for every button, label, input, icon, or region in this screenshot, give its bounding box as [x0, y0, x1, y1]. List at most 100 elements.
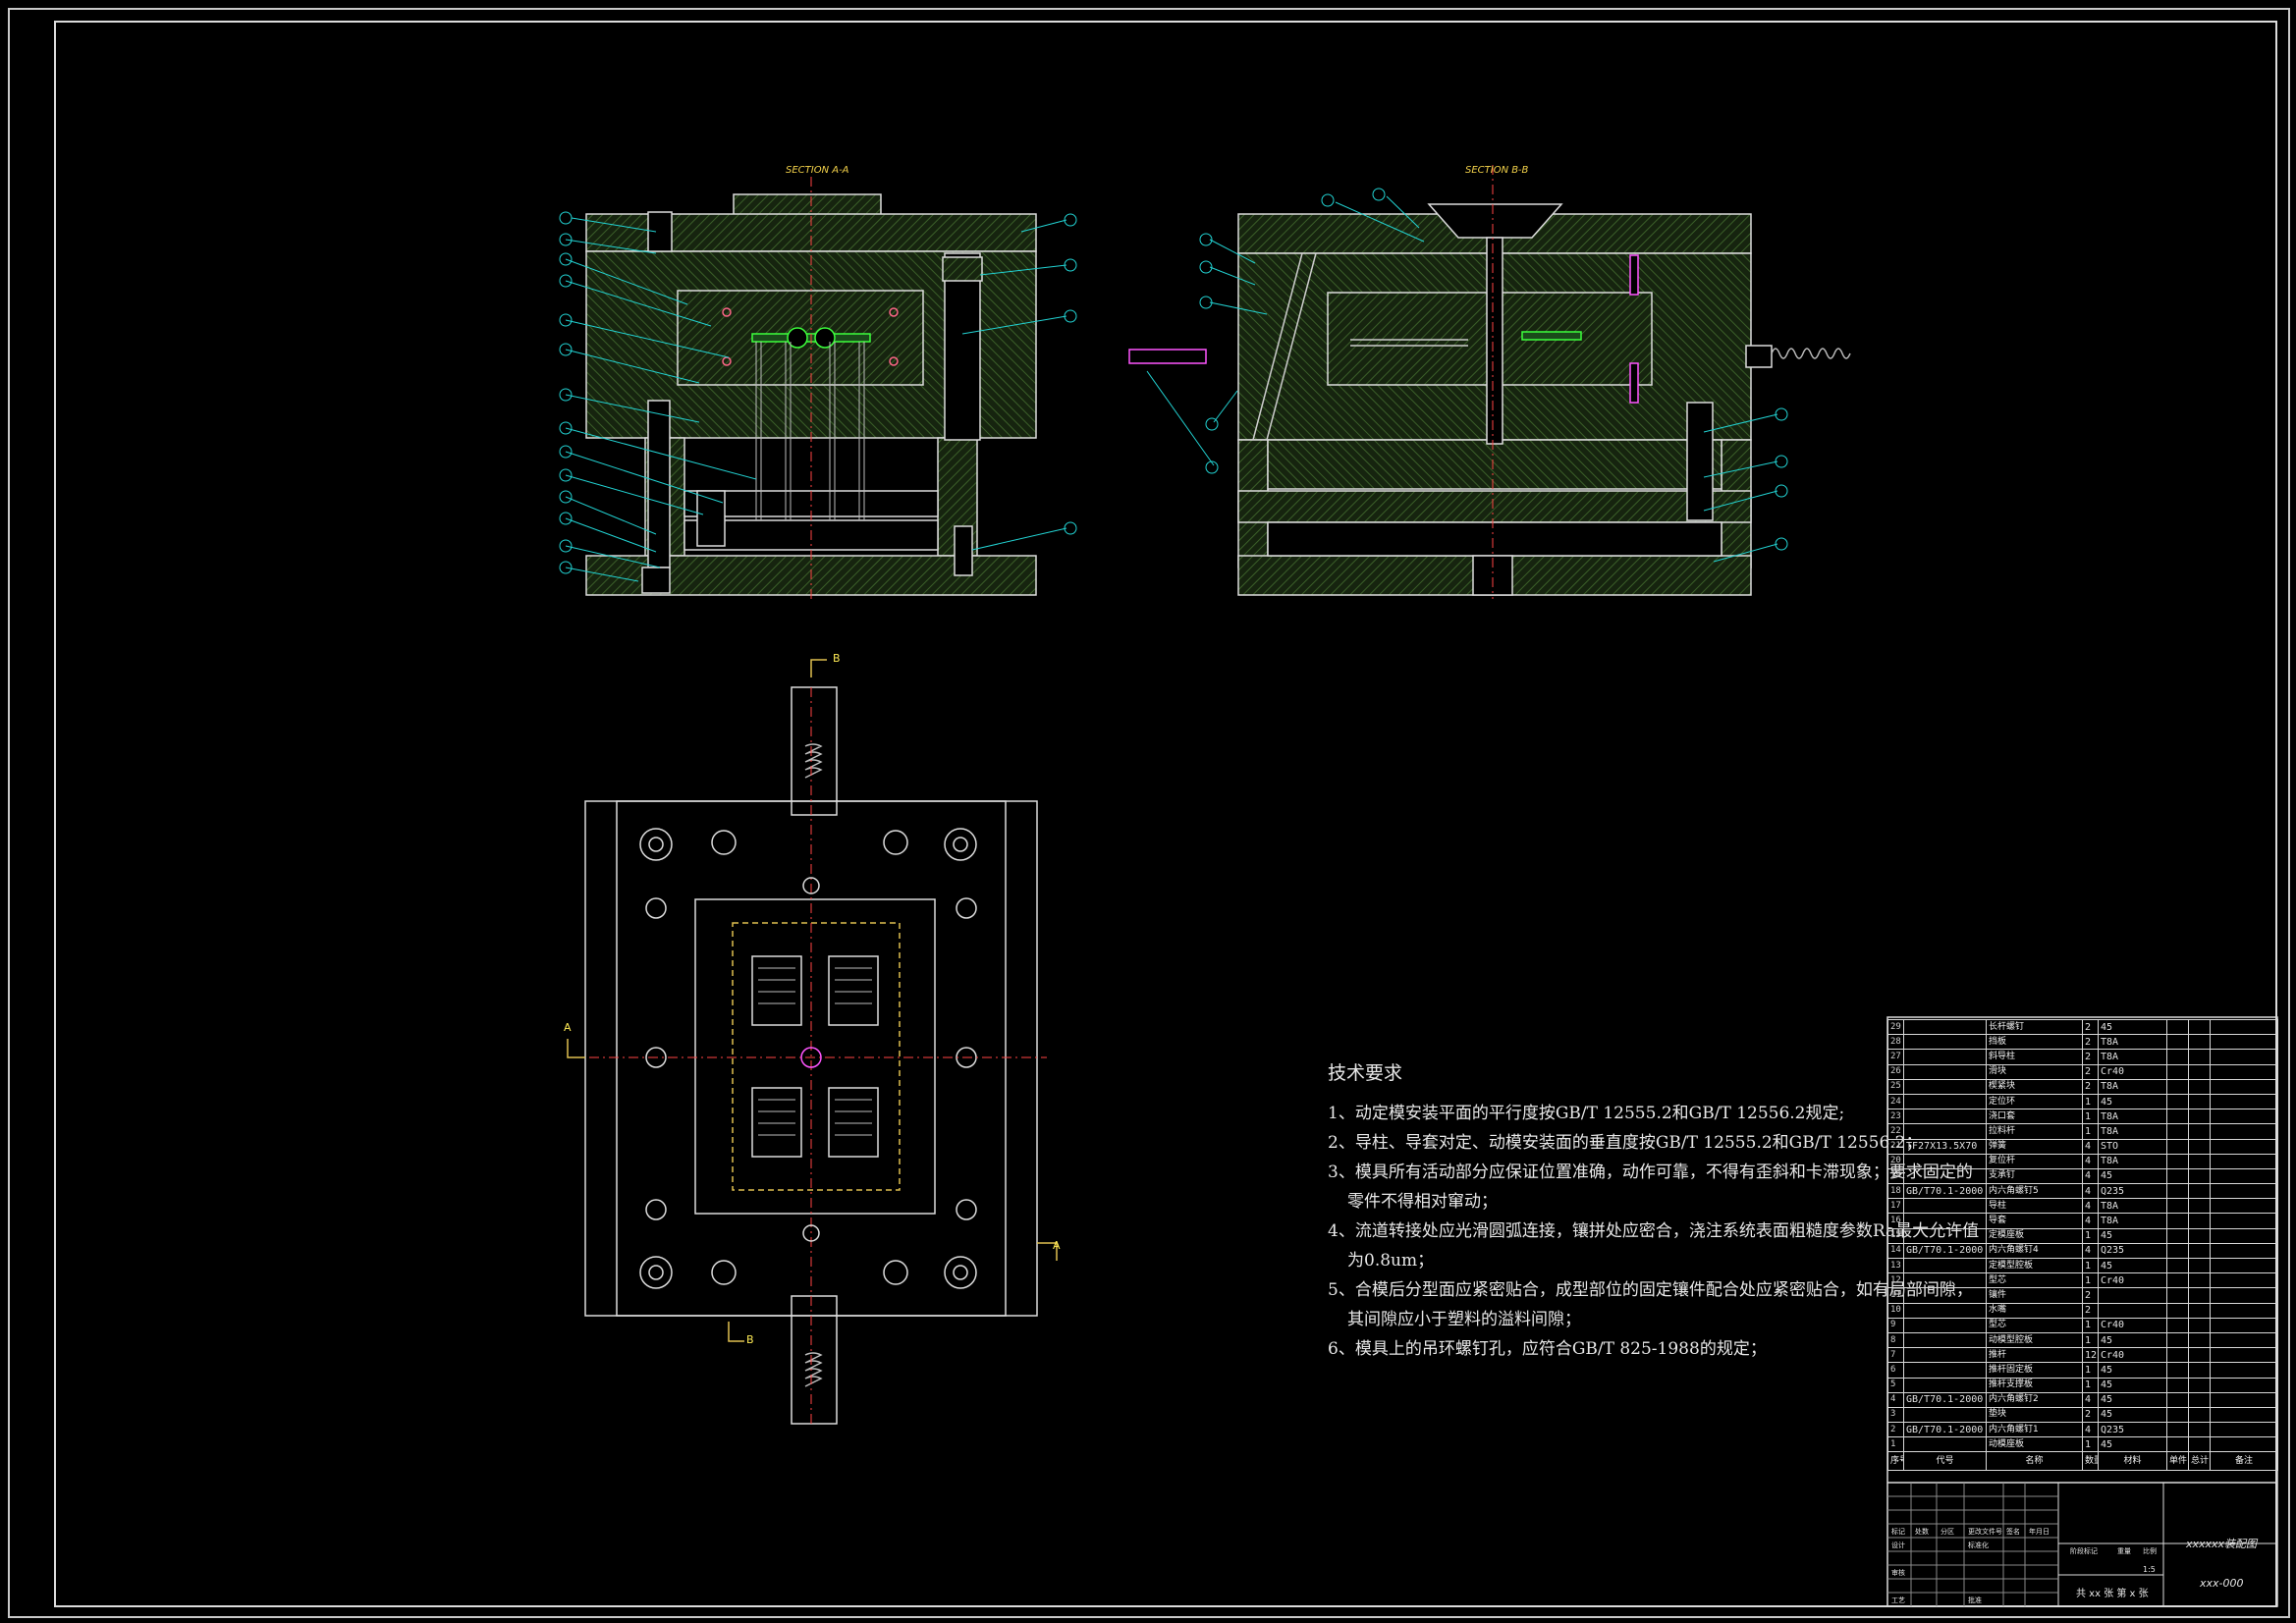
- bom-cell-std: [1903, 1198, 1987, 1215]
- bom-cell-qty: 1: [2082, 1331, 2099, 1349]
- bom-cell-note: [2210, 1287, 2278, 1304]
- bom-cell-weight-unit: [2166, 1227, 2189, 1244]
- bom-cell-material: T8A: [2098, 1198, 2167, 1215]
- bom-cell-no: 17: [1887, 1198, 1904, 1215]
- bom-cell-note: [2210, 1272, 2278, 1289]
- bom-cell-qty: 1: [2082, 1257, 2099, 1274]
- bom-cell-weight-unit: [2166, 1406, 2189, 1424]
- bom-cell-weight-total: [2188, 1331, 2211, 1349]
- bom-cell-material: 45: [2098, 1167, 2167, 1185]
- bom-cell-no: 15: [1887, 1227, 1904, 1244]
- bom-cell-name: 内六角螺钉4: [1986, 1242, 2083, 1260]
- bom-cell-material: 45: [2098, 1331, 2167, 1349]
- bom-cell-name: 拉料杆: [1986, 1123, 2083, 1140]
- bom-cell-weight-unit: [2166, 1183, 2189, 1200]
- bom-cell-note: [2210, 1362, 2278, 1379]
- bom-cell-no: 23: [1887, 1109, 1904, 1125]
- bom-cell-qty: 2: [2082, 1302, 2099, 1319]
- bom-cell-no: 11: [1887, 1287, 1904, 1304]
- tb-label-change-doc: 更改文件号: [1968, 1528, 2002, 1536]
- bom-cell-std: TF27X13.5X70: [1903, 1138, 1987, 1155]
- bom-cell-note: [2210, 1302, 2278, 1319]
- tb-label-process: 工艺: [1891, 1596, 1905, 1604]
- tech-req-item-4: 4、流道转接处应光滑圆弧连接，镶拼处应密合，浇注系统表面粗糙度参数Ra最大允许值: [1328, 1221, 1980, 1241]
- tb-label-sign: 签名: [2006, 1528, 2020, 1536]
- sheet-border-outer: [8, 8, 2290, 1618]
- section-bb-title: SECTION B-B: [1465, 165, 1529, 176]
- bom-cell-weight-total: [2188, 1138, 2211, 1155]
- bom-cell-material: Q235: [2098, 1422, 2167, 1438]
- bom-cell-qty: 4: [2082, 1391, 2099, 1408]
- bom-cell-qty: 1: [2082, 1362, 2099, 1379]
- bom-cell-name: 导柱: [1986, 1198, 2083, 1215]
- bom-cell-name: 动模座板: [1986, 1436, 2083, 1453]
- tb-label-zone: 分区: [1941, 1528, 1954, 1536]
- bom-cell-material: 45: [2098, 1436, 2167, 1453]
- bom-cell-qty: 1: [2082, 1272, 2099, 1289]
- bom-cell-weight-total: [2188, 1257, 2211, 1274]
- bom-cell-std: [1903, 1034, 1987, 1051]
- bom-cell-weight-unit: [2166, 1331, 2189, 1349]
- bom-header-note: 备注: [2210, 1451, 2278, 1472]
- bom-cell-weight-total: [2188, 1362, 2211, 1379]
- bom-cell-material: T8A: [2098, 1153, 2167, 1169]
- tb-label-standard: 标准化: [1968, 1542, 1989, 1549]
- bom-cell-qty: 2: [2082, 1034, 2099, 1051]
- section-aa-title: SECTION A-A: [786, 165, 849, 176]
- bom-cell-weight-total: [2188, 1198, 2211, 1215]
- bom-cell-note: [2210, 1138, 2278, 1155]
- tb-label-date: 年月日: [2029, 1528, 2050, 1536]
- bom-cell-weight-total: [2188, 1317, 2211, 1333]
- bom-cell-no: 12: [1887, 1272, 1904, 1289]
- bom-cell-material: T8A: [2098, 1213, 2167, 1229]
- bom-cell-note: [2210, 1213, 2278, 1229]
- bom-cell-note: [2210, 1198, 2278, 1215]
- bom-cell-qty: 4: [2082, 1153, 2099, 1169]
- bom-cell-name: 型芯: [1986, 1272, 2083, 1289]
- bom-cell-std: [1903, 1331, 1987, 1349]
- bom-cell-material: 45: [2098, 1227, 2167, 1244]
- bom-header-qty: 数量: [2082, 1451, 2099, 1472]
- bom-cell-material: STO: [2098, 1138, 2167, 1155]
- bom-cell-qty: 1: [2082, 1317, 2099, 1333]
- bom-cell-note: [2210, 1093, 2278, 1110]
- bom-cell-name: 推杆固定板: [1986, 1362, 2083, 1379]
- bom-cell-std: [1903, 1317, 1987, 1333]
- bom-cell-weight-unit: [2166, 1138, 2189, 1155]
- bom-cell-weight-unit: [2166, 1034, 2189, 1051]
- tb-label-stage: 阶段标记: [2070, 1547, 2098, 1555]
- bom-cell-name: 滑块: [1986, 1063, 2083, 1080]
- bom-cell-weight-unit: [2166, 1078, 2189, 1095]
- bom-cell-note: [2210, 1242, 2278, 1260]
- tb-label-check: 审核: [1891, 1569, 1905, 1577]
- drawing-name: xxxxxx装配图: [2186, 1538, 2258, 1550]
- bom-cell-weight-unit: [2166, 1049, 2189, 1065]
- bom-cell-weight-unit: [2166, 1317, 2189, 1333]
- bom-cell-no: 20: [1887, 1153, 1904, 1169]
- bom-cell-weight-total: [2188, 1213, 2211, 1229]
- bom-cell-material: T8A: [2098, 1123, 2167, 1140]
- bom-cell-weight-total: [2188, 1063, 2211, 1080]
- bom-cell-material: T8A: [2098, 1109, 2167, 1125]
- bom-cell-no: 29: [1887, 1018, 1904, 1036]
- bom-cell-name: 弹簧: [1986, 1138, 2083, 1155]
- bom-cell-std: [1903, 1302, 1987, 1319]
- bom-cell-weight-unit: [2166, 1302, 2189, 1319]
- bom-cell-note: [2210, 1227, 2278, 1244]
- bom-cell-weight-unit: [2166, 1272, 2189, 1289]
- bom-cell-std: [1903, 1049, 1987, 1065]
- bom-cell-qty: 1: [2082, 1123, 2099, 1140]
- bom-header-name: 名称: [1986, 1451, 2083, 1472]
- bom-cell-material: [2098, 1302, 2167, 1319]
- bom-cell-no: 6: [1887, 1362, 1904, 1379]
- bom-cell-weight-unit: [2166, 1213, 2189, 1229]
- drawing-number: xxx-000: [2200, 1577, 2244, 1590]
